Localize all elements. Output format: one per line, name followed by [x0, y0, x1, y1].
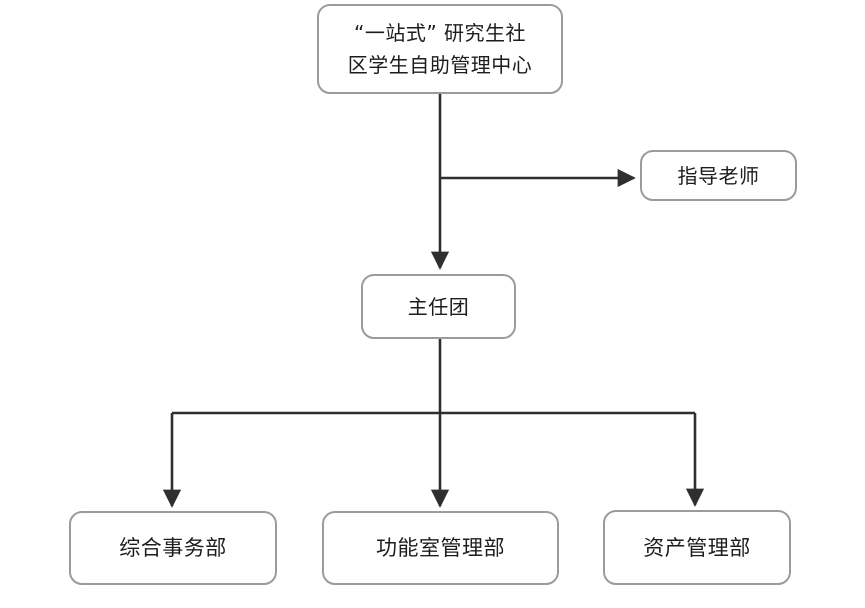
node-department-function-room-label: 功能室管理部: [376, 536, 505, 560]
node-advisor[interactable]: 指导老师: [640, 150, 797, 201]
node-department-asset-management-label: 资产管理部: [643, 535, 751, 560]
node-root-center-label: “一站式” 研究生社 区学生自助管理中心: [347, 21, 533, 77]
node-root-center[interactable]: “一站式” 研究生社 区学生自助管理中心: [317, 4, 563, 94]
node-directors-group[interactable]: 主任团: [361, 274, 516, 339]
node-department-asset-management[interactable]: 资产管理部: [603, 510, 791, 585]
node-department-general-affairs[interactable]: 综合事务部: [69, 511, 277, 585]
node-advisor-label: 指导老师: [677, 163, 760, 188]
node-department-general-affairs-label: 综合事务部: [119, 536, 227, 560]
node-directors-group-label: 主任团: [407, 294, 470, 319]
node-department-function-room[interactable]: 功能室管理部: [322, 511, 559, 585]
